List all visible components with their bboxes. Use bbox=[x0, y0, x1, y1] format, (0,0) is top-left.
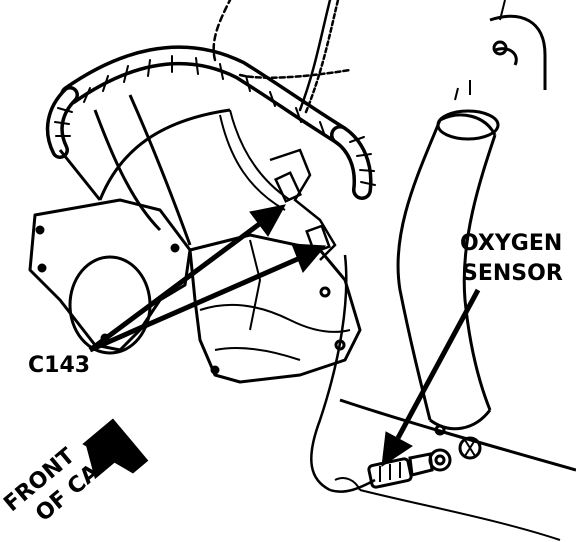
oxygen-label-line2: SENSOR bbox=[462, 261, 563, 286]
oxygen-label-line1: OXYGEN bbox=[460, 231, 562, 256]
exhaust-pipe bbox=[396, 0, 547, 431]
connector-c143 bbox=[219, 109, 337, 261]
oxygen-sensor-callout-arrow bbox=[381, 288, 481, 468]
wiring-harness bbox=[45, 0, 376, 200]
floor-pan bbox=[339, 398, 576, 541]
c143-callout-arrows bbox=[88, 204, 327, 353]
connector-label: C143 bbox=[28, 353, 90, 378]
front-of-car-arrow bbox=[82, 418, 149, 480]
